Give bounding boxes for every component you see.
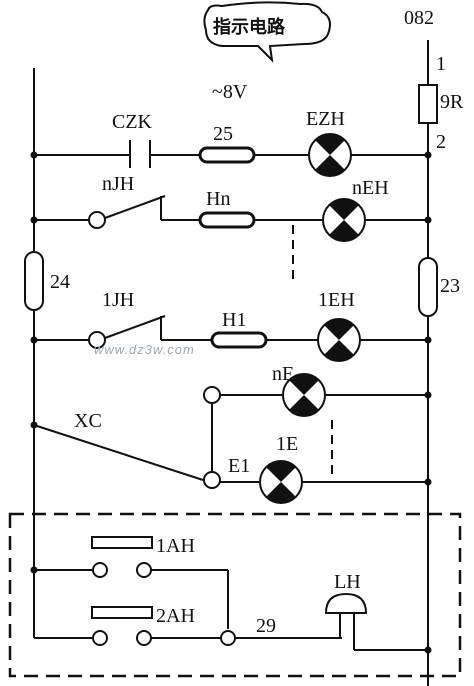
2ah-contact-left: [92, 630, 108, 646]
njh-contact: [88, 211, 106, 229]
watermark: www.dz3w.com: [94, 342, 195, 357]
2ah-contact-right: [136, 630, 152, 646]
label-h1: H1: [222, 309, 246, 331]
1jh-switch-blade: [104, 315, 166, 339]
xc-switch-blade: [33, 424, 204, 481]
lamp-ezh: [308, 133, 352, 177]
voltage-label: ~8V: [212, 81, 248, 103]
label-njh: nJH: [102, 173, 134, 195]
label-1jh: 1JH: [102, 289, 134, 311]
junction-dots: [30, 151, 432, 654]
title-bubble: [203, 1, 331, 63]
njh-switch-blade: [104, 195, 166, 219]
lamp-neh: [322, 198, 366, 242]
label-hn: Hn: [206, 188, 230, 210]
label-lh: LH: [334, 571, 361, 593]
lamp-1e: [259, 460, 303, 504]
label-29: 29: [256, 615, 276, 637]
resistor-23: [418, 257, 438, 317]
resistor-25: [198, 146, 256, 164]
label-2ah: 2AH: [156, 605, 195, 627]
lamp-1eh: [317, 318, 361, 362]
label-e1: E1: [228, 455, 250, 477]
label-xc: XC: [74, 410, 102, 432]
label-24: 24: [50, 271, 70, 293]
node-29-contact: [220, 630, 236, 646]
title-text: 指示电路: [213, 16, 286, 38]
fuse-9r: [418, 84, 438, 124]
2ah-button-cap: [91, 606, 153, 619]
label-25: 25: [213, 123, 233, 145]
label-czk: CZK: [112, 111, 153, 133]
label-1eh: 1EH: [318, 289, 355, 311]
bell-lh-icon: [324, 592, 368, 614]
label-neh: nEH: [352, 177, 389, 199]
1jh-contact: [88, 331, 106, 349]
fuse-label: 9R: [440, 91, 464, 113]
1ah-contact-left: [92, 562, 108, 578]
label-1e: 1E: [276, 433, 298, 455]
e1-contact: [203, 471, 221, 489]
label-1ah: 1AH: [156, 535, 195, 557]
label-23: 23: [440, 275, 460, 297]
ne-contact: [203, 386, 221, 404]
resistor-24: [24, 251, 44, 311]
terminal-2: 2: [436, 131, 446, 153]
terminal-1: 1: [436, 53, 446, 75]
label-ne: nE: [272, 363, 294, 385]
resistor-h1: [210, 331, 268, 349]
1ah-button-cap: [91, 536, 153, 549]
1ah-contact-right: [136, 562, 152, 578]
resistor-hn: [198, 211, 256, 229]
label-ezh: EZH: [306, 108, 345, 130]
dashed-enclosure: [8, 512, 462, 678]
terminal-082: 082: [404, 7, 434, 29]
